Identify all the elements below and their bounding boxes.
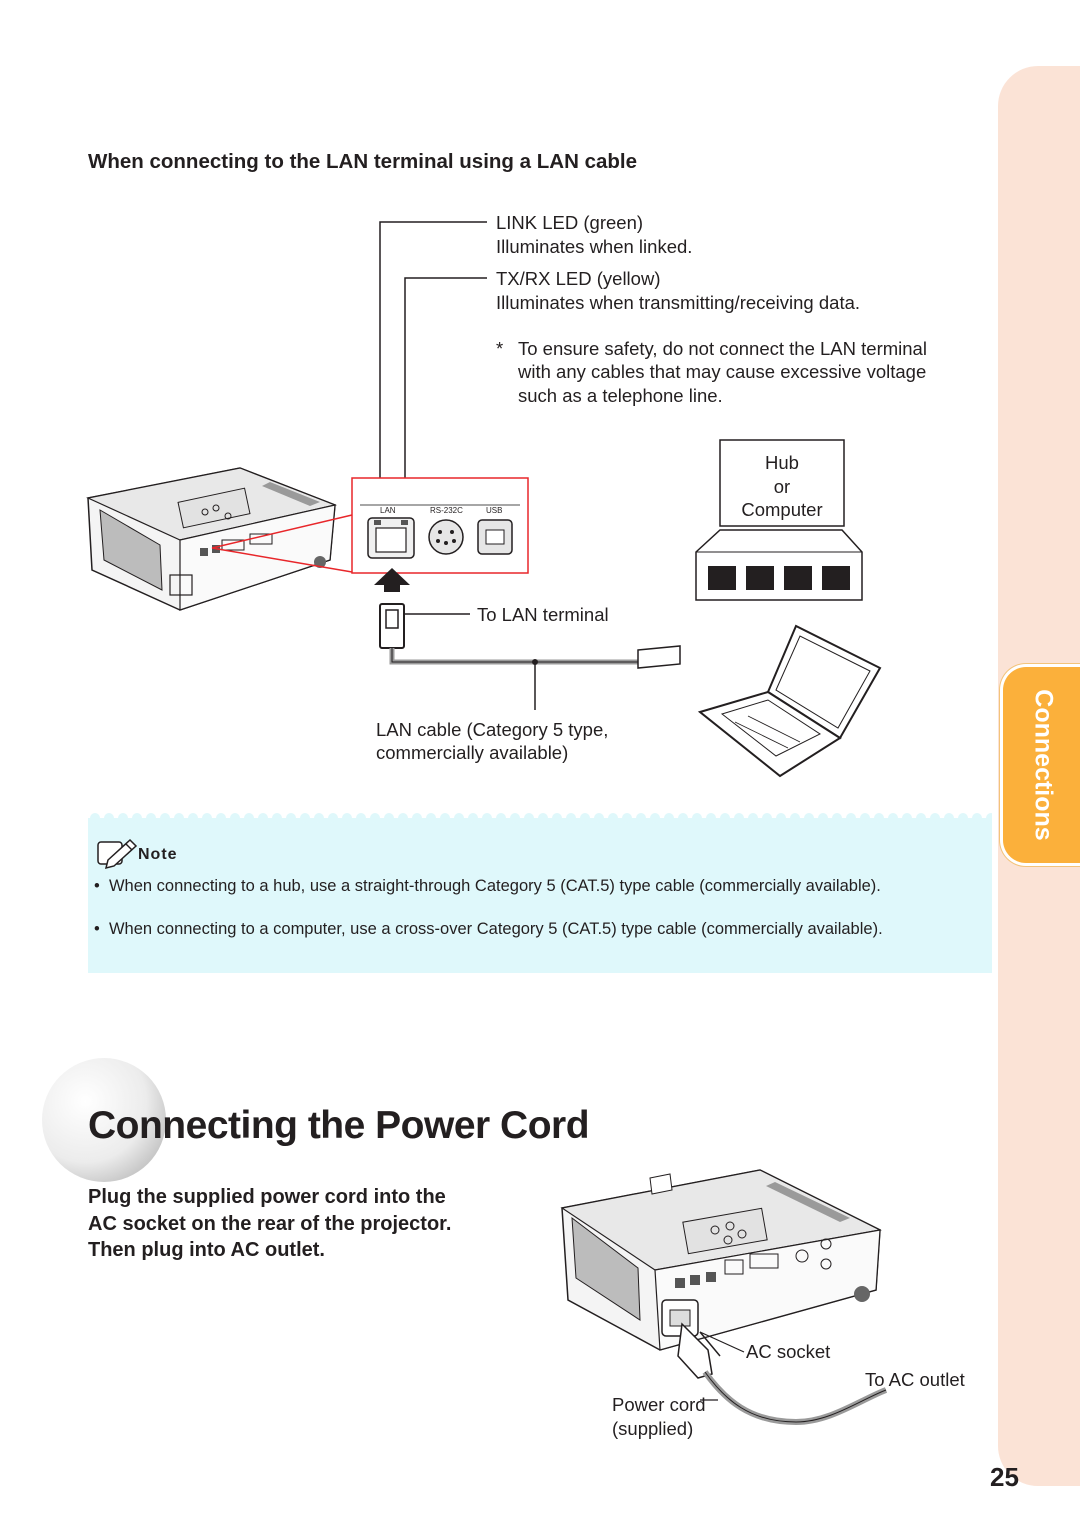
safety-note-line-3: such as a telephone line. — [518, 385, 723, 406]
projector-rear-illustration — [560, 1169, 882, 1351]
note-bullet-1: • When connecting to a hub, use a straig… — [94, 876, 990, 897]
link-led-desc: Illuminates when linked. — [496, 236, 693, 257]
power-section-title: Connecting the Power Cord — [88, 1104, 590, 1147]
arrow-up-icon — [374, 568, 410, 592]
safety-asterisk: * — [496, 338, 504, 359]
rs232c-port-icon — [428, 519, 464, 555]
note-border-dots — [88, 812, 992, 824]
connections-tab[interactable]: Connections — [1000, 664, 1080, 866]
port-lan-label: LAN — [380, 506, 396, 515]
safety-note-line-1: To ensure safety, do not connect the LAN… — [518, 338, 927, 359]
power-cord-label-line-1: Power cord — [612, 1394, 706, 1415]
computer-label: Computer — [741, 499, 823, 520]
lan-connection-diagram — [86, 221, 882, 778]
title-decoration-circle — [42, 1058, 166, 1182]
txrx-led-desc: Illuminates when transmitting/receiving … — [496, 292, 861, 313]
note-box — [88, 812, 992, 973]
projector-illustration — [86, 467, 338, 611]
lan-section-heading: When connecting to the LAN terminal usin… — [88, 150, 637, 173]
bullet-dot: • — [94, 920, 100, 938]
port-rs232c-label: RS-232C — [430, 506, 463, 515]
lan-cable-label-line-1: LAN cable (Category 5 type, — [376, 719, 609, 740]
instruction-line-1: Plug the supplied power cord into the — [88, 1186, 446, 1208]
instruction-line-2: AC socket on the rear of the projector. — [88, 1212, 452, 1235]
to-lan-terminal-label: To LAN terminal — [477, 604, 609, 625]
bullet-dot: • — [94, 877, 100, 895]
lan-cable-label-line-2: commercially available) — [376, 742, 569, 763]
note-bullet-2: • When connecting to a computer, use a c… — [94, 919, 990, 940]
laptop-illustration — [697, 624, 882, 778]
safety-note-line-2: with any cables that may cause excessive… — [518, 361, 927, 382]
hub-illustration — [695, 529, 863, 601]
port-usb-label: USB — [486, 506, 503, 515]
note-item-2: When connecting to a computer, use a cro… — [108, 920, 883, 938]
txrx-led-label: TX/RX LED (yellow) — [496, 268, 661, 289]
page-number: 25 — [990, 1462, 1019, 1492]
power-cord-label-line-2: (supplied) — [612, 1418, 694, 1439]
hub-or-label: or — [773, 476, 791, 497]
connections-tab-label: Connections — [1029, 689, 1058, 841]
ac-socket-label: AC socket — [746, 1341, 831, 1362]
power-cord-diagram — [560, 1169, 888, 1426]
link-led-label: LINK LED (green) — [496, 212, 644, 233]
note-item-1: When connecting to a hub, use a straight… — [108, 877, 881, 895]
hub-computer-box — [719, 439, 845, 527]
power-instructions: Plug the supplied power cord into the AC… — [88, 1184, 451, 1264]
hub-label: Hub — [765, 452, 799, 473]
note-pencil-icon — [97, 838, 138, 870]
to-ac-outlet-label: To AC outlet — [865, 1369, 965, 1390]
instruction-line-3: Then plug into AC outlet. — [88, 1239, 325, 1261]
note-title: Note — [138, 846, 178, 863]
